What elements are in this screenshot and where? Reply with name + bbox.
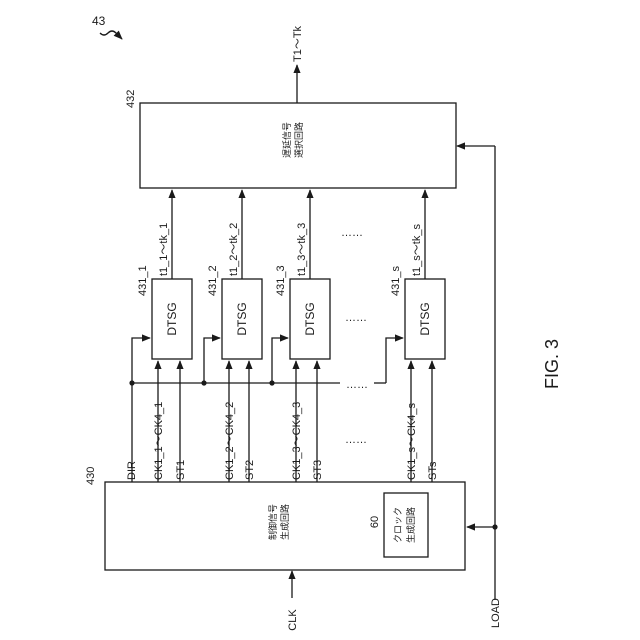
- dtsg-ref-2: 431_2: [207, 265, 219, 296]
- clk-label: CLK: [287, 609, 299, 631]
- figure-ref-arrow: [100, 31, 122, 39]
- figure-ref-number: 43: [92, 14, 106, 28]
- dir-branch-s: [386, 338, 403, 383]
- output-label: T1～Tk: [292, 25, 304, 62]
- dtsg-out-label-3: t1_3～tk_3: [296, 223, 308, 276]
- dir-branch-3: [272, 338, 288, 383]
- load-junction: [492, 524, 497, 529]
- control-title-line1: 制御信号: [267, 504, 279, 540]
- st-label-s: STs: [427, 461, 439, 480]
- ck-label-1: CK1_1～CK4_1: [153, 402, 165, 480]
- dtsg-ref-s: 431_s: [390, 266, 402, 296]
- clock-block: [384, 493, 428, 557]
- figure-caption: FIG. 3: [542, 339, 562, 389]
- st-label-1: ST1: [175, 460, 187, 480]
- dtsg-name-1: DTSG: [165, 302, 179, 335]
- clock-ref: 60: [369, 516, 381, 528]
- dir-branch-2: [204, 338, 220, 383]
- ellipsis-dtsg: ……: [345, 312, 367, 324]
- dtsg-out-label-2: t1_2～tk_2: [228, 223, 240, 276]
- control-ref: 430: [85, 467, 97, 485]
- dtsg-name-3: DTSG: [303, 302, 317, 335]
- ellipsis-signals: ……: [345, 434, 367, 446]
- dtsg-out-label-s: t1_s～tk_s: [411, 224, 423, 276]
- dir-label: DIR: [126, 461, 138, 480]
- dtsg-name-s: DTSG: [418, 302, 432, 335]
- dir-bus-ellipsis: ……: [346, 379, 368, 391]
- clock-title-line2: 生成回路: [405, 507, 417, 543]
- st-label-3: ST3: [312, 460, 324, 480]
- dtsg-name-2: DTSG: [235, 302, 249, 335]
- ck-label-3: CK1_3～CK4_3: [291, 402, 303, 480]
- dir-branch-1: [132, 338, 150, 383]
- dtsg-ref-1: 431_1: [137, 265, 149, 296]
- dtsg-out-label-1: t1_1～tk_1: [158, 223, 170, 276]
- selector-ref: 432: [125, 90, 137, 108]
- selector-title-line2: 選択回路: [293, 122, 305, 158]
- st-label-2: ST2: [244, 460, 256, 480]
- ck-label-2: CK1_2～CK4_2: [224, 402, 236, 480]
- ck-label-s: CK1_s～CK4_s: [406, 402, 418, 480]
- ellipsis-outputs: ……: [341, 227, 363, 239]
- dtsg-ref-3: 431_3: [275, 265, 287, 296]
- control-title-line2: 生成回路: [279, 504, 291, 540]
- load-label: LOAD: [490, 598, 502, 628]
- clock-title-line1: クロック: [393, 507, 404, 543]
- selector-title-line1: 遅延信号: [281, 122, 293, 158]
